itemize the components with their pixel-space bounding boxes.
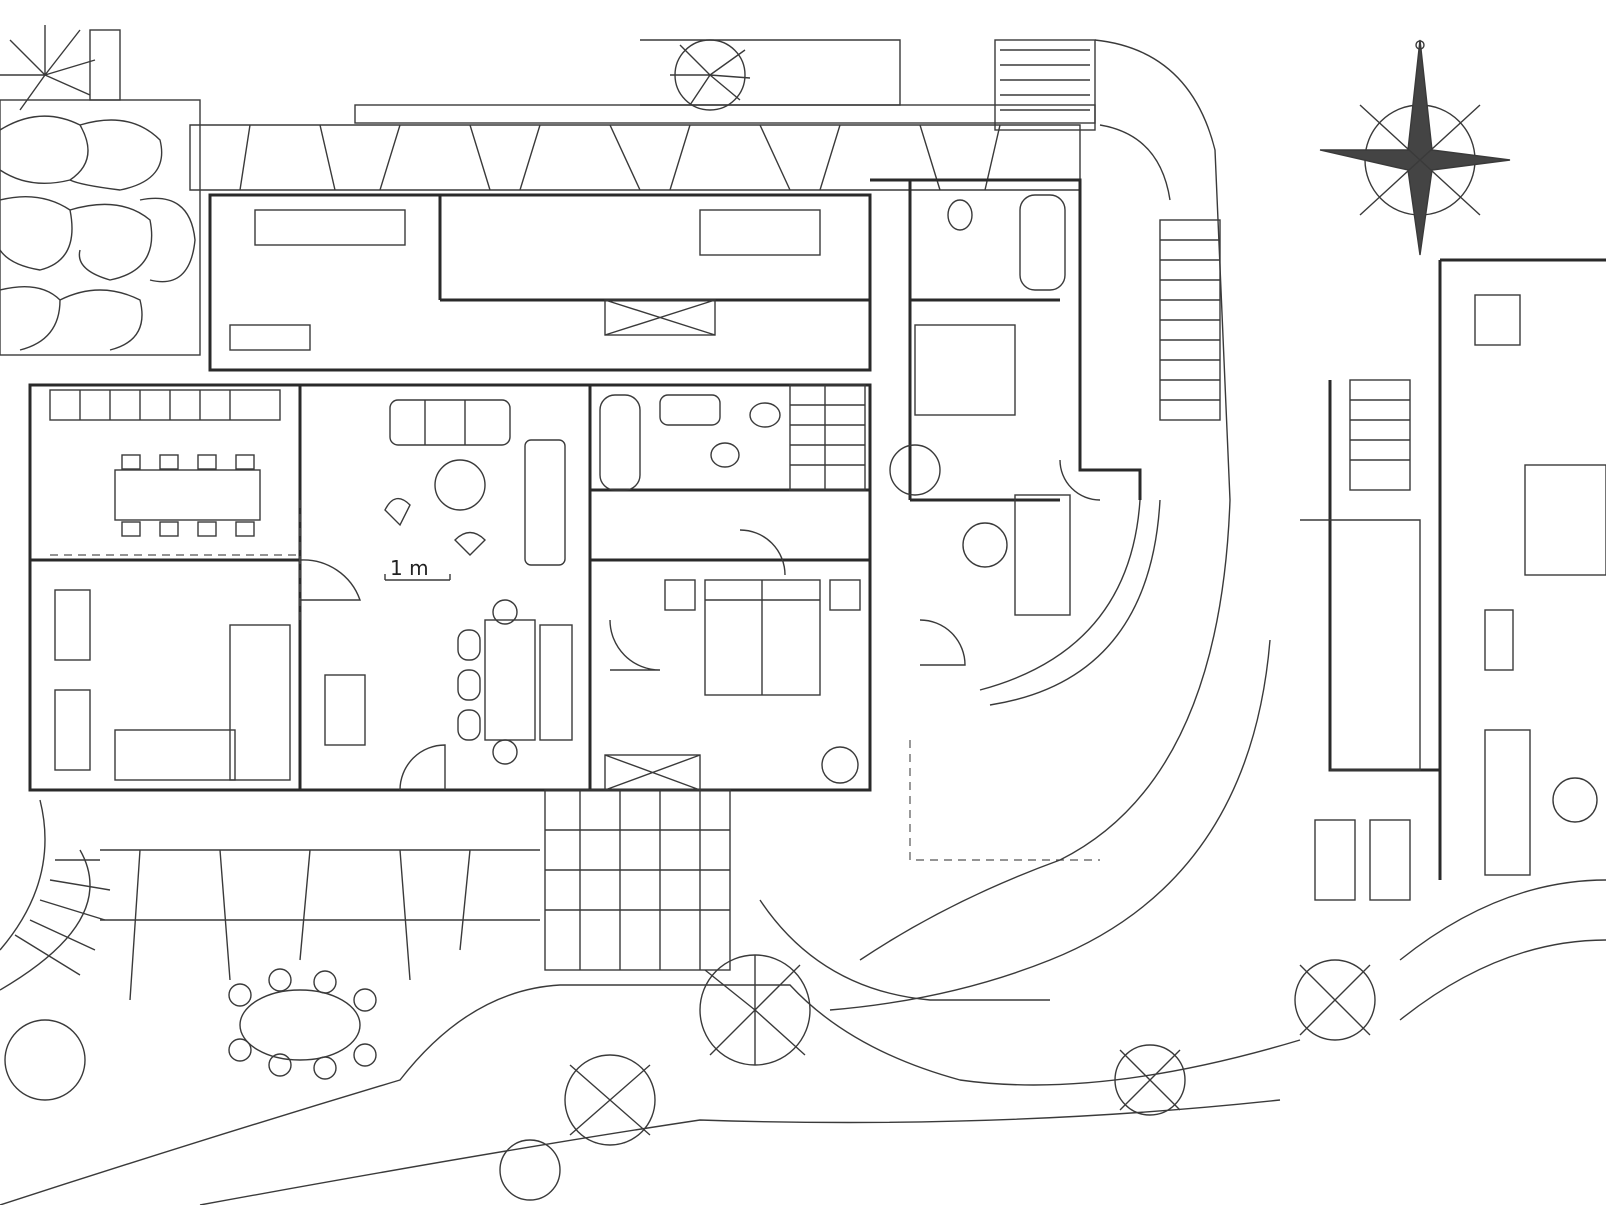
indoor-stairs [789,384,866,491]
bathroom [599,194,1066,491]
door-swings [299,459,1101,791]
patio-table [4,968,377,1101]
shrub-icon [670,39,751,111]
scale-bar: 1 m [384,556,451,581]
dining-table-center [324,599,573,765]
plant-icon [0,25,121,111]
garden-bed [0,984,1301,1205]
top-furniture [229,209,821,351]
bed-left [54,589,291,781]
right-annex [1300,258,1606,1021]
palm-plant-icons [499,954,1376,1201]
scale-label: 1 m [390,556,429,580]
paving-bottom [100,789,731,1001]
right-bedroom [889,324,1071,616]
curved-garden-wall [759,499,1271,1011]
double-bed [604,579,861,791]
stone-patio-top-left [0,99,201,356]
dining-table [114,454,261,537]
outdoor-stairs-left [0,799,111,991]
compass-rose-icon [1319,39,1511,256]
kitchen-counter [49,389,281,421]
top-stone-wall [189,39,1096,191]
sofa [384,399,566,566]
outdoor-stairs-top [994,39,1231,501]
